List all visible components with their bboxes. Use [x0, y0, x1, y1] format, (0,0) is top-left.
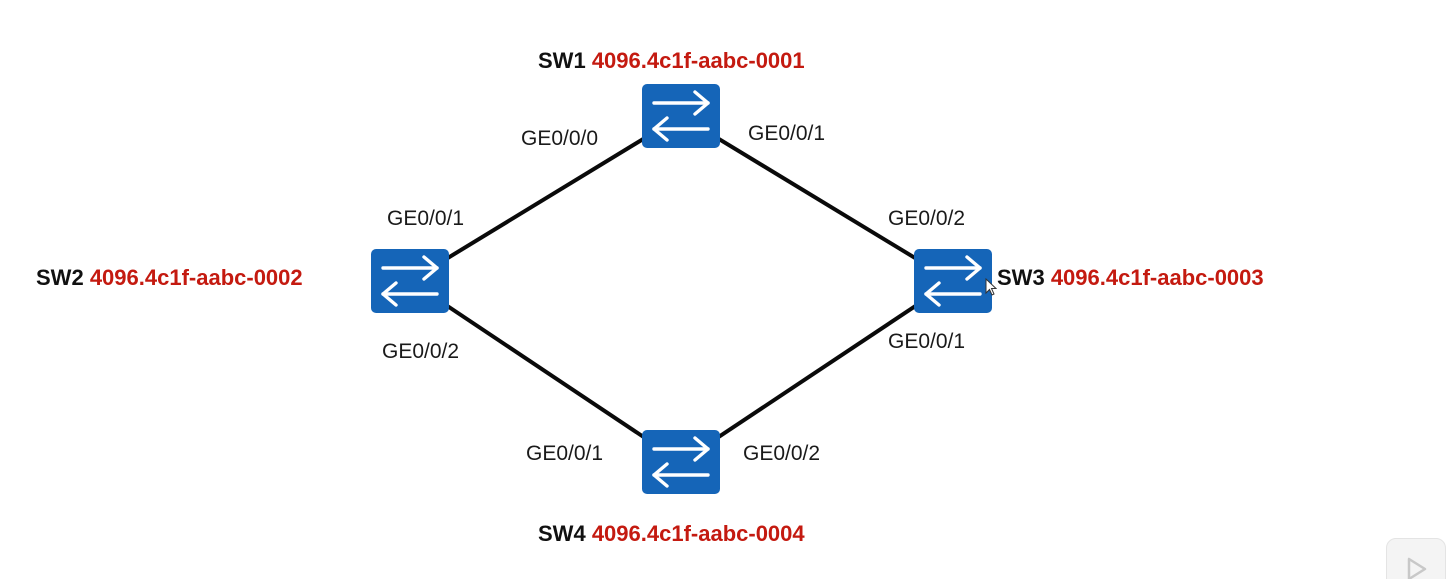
- play-icon: [1407, 557, 1427, 579]
- port-label-sw4-ge0-0-2: GE0/0/2: [743, 442, 821, 465]
- switch-caption-sw3: SW3 4096.4c1f-aabc-0003: [997, 267, 1264, 289]
- switch-bridge-id: 4096.4c1f-aabc-0004: [591, 521, 805, 546]
- switch-icon[interactable]: [371, 249, 449, 313]
- switch-name: SW3: [997, 265, 1045, 290]
- switch-name: SW2: [36, 265, 84, 290]
- port-label-sw1-ge0-0-1: GE0/0/1: [748, 122, 826, 145]
- switch-name: SW4: [538, 521, 586, 546]
- link-sw1-sw3: [679, 114, 955, 283]
- switch-icon[interactable]: [914, 249, 992, 313]
- port-label-sw4-ge0-0-1: GE0/0/1: [526, 442, 604, 465]
- switch-bridge-id: 4096.4c1f-aabc-0001: [591, 48, 805, 73]
- switch-bridge-id: 4096.4c1f-aabc-0002: [89, 265, 303, 290]
- play-button[interactable]: [1386, 538, 1446, 579]
- link-sw3-sw4: [679, 279, 955, 464]
- switch-icon[interactable]: [642, 84, 720, 148]
- mouse-cursor-icon: [985, 278, 997, 296]
- port-label-sw3-ge0-0-1: GE0/0/1: [888, 330, 966, 353]
- switch-bridge-id: 4096.4c1f-aabc-0003: [1050, 265, 1264, 290]
- switch-caption-sw1: SW1 4096.4c1f-aabc-0001: [538, 50, 805, 72]
- port-label-sw1-ge0-0-0: GE0/0/0: [521, 127, 599, 150]
- switch-icon[interactable]: [642, 430, 720, 494]
- switch-name: SW1: [538, 48, 586, 73]
- link-sw1-sw2: [408, 114, 683, 283]
- link-sw2-sw4: [408, 279, 683, 464]
- port-label-sw2-ge0-0-2: GE0/0/2: [382, 340, 460, 363]
- switch-caption-sw2: SW2 4096.4c1f-aabc-0002: [36, 267, 303, 289]
- switch-caption-sw4: SW4 4096.4c1f-aabc-0004: [538, 523, 805, 545]
- port-label-sw3-ge0-0-2: GE0/0/2: [888, 207, 966, 230]
- port-label-sw2-ge0-0-1: GE0/0/1: [387, 207, 465, 230]
